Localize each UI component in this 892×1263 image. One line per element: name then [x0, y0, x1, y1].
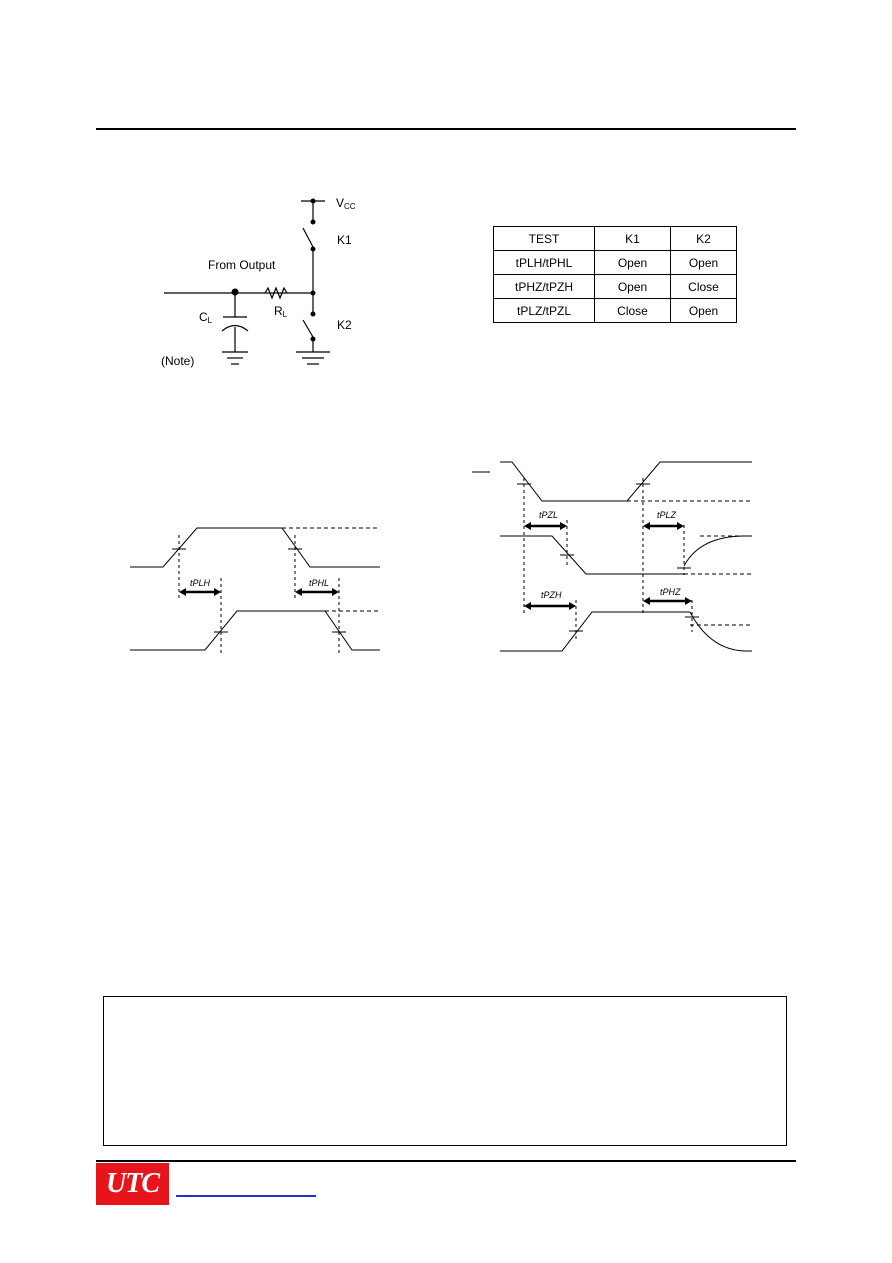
website-link[interactable]: [176, 1195, 316, 1197]
header-rule: [96, 128, 796, 130]
table-cell-test: tPLZ/tPZL: [493, 298, 595, 323]
disclaimer-box: [103, 996, 787, 1146]
table-cell-k2: Open: [670, 250, 737, 275]
tphz-label: tPHZ: [660, 587, 681, 597]
tpzh-label: tPZH: [541, 590, 562, 600]
header-test: TEST: [493, 226, 595, 251]
table-cell-test: tPLH/tPHL: [493, 250, 595, 275]
vcc-label: VCC: [336, 196, 356, 211]
from-output-label: From Output: [208, 258, 276, 272]
table-row: tPHZ/tPZH Open Close: [493, 274, 737, 299]
footer-rule: [96, 1160, 796, 1162]
k2-label: K2: [337, 318, 352, 332]
tpzl-label: tPZL: [539, 510, 559, 520]
tplh-label: tPLH: [190, 578, 211, 588]
tplz-label: tPLZ: [657, 510, 677, 520]
rl-label: RL: [274, 304, 288, 319]
cl-label: CL: [199, 310, 213, 325]
note-label: (Note): [161, 354, 195, 368]
switch-test-table: TEST K1 K2 tPLH/tPHL Open Open tPHZ/tPZH…: [493, 226, 737, 323]
table-cell-k1: Close: [594, 298, 671, 323]
table-cell-k1: Open: [594, 274, 671, 299]
header-k1: K1: [594, 226, 671, 251]
logo-text: UTC: [106, 1168, 160, 1199]
k1-label: K1: [337, 233, 352, 247]
table-header-row: TEST K1 K2: [493, 226, 737, 251]
header-k2: K2: [670, 226, 737, 251]
table-row: tPLH/tPHL Open Open: [493, 250, 737, 275]
tphl-label: tPHL: [309, 578, 330, 588]
table-cell-k2: Close: [670, 274, 737, 299]
table-cell-k2: Open: [670, 298, 737, 323]
table-row: tPLZ/tPZL Close Open: [493, 298, 737, 323]
utc-logo: UTC: [96, 1163, 169, 1205]
table-cell-test: tPHZ/tPZH: [493, 274, 595, 299]
